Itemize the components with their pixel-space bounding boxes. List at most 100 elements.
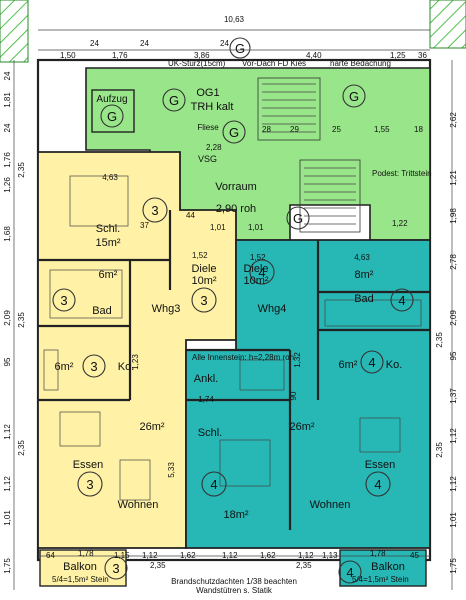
footer-note-2: Wandstütren s. Statik — [196, 586, 273, 595]
bottom-dim: 1,12 — [142, 551, 158, 560]
apt4-number-circle: 4 — [360, 350, 384, 374]
g-circle-marker: G — [286, 206, 310, 230]
apt3-bad-area: 6m² — [99, 269, 118, 281]
apt4-ankl-dim: 1,74 — [198, 395, 214, 404]
right-dim: 1,21 — [449, 170, 458, 186]
bottom-dim: 1,13 — [322, 551, 338, 560]
apt3-number-circle: 3 — [82, 354, 106, 378]
right-dim: 1,01 — [449, 512, 458, 528]
stair-upper — [257, 77, 321, 141]
dim-101-a: 1,01 — [210, 223, 226, 232]
bottom-dim: 2,35 — [150, 561, 166, 570]
g-circle-marker: G — [229, 37, 251, 59]
apt3-diele-name: Diele — [191, 263, 216, 275]
fliese-label: Fliese — [197, 123, 219, 132]
bottom-dim: 1,78 — [78, 549, 94, 558]
left-dim: 24 — [3, 71, 12, 80]
dim-122: 1,22 — [392, 219, 408, 228]
g-circle-marker: G — [222, 120, 246, 144]
apt3-essen-label: Essen — [73, 459, 104, 471]
apt4-balkon-note: 5/4=1,5m² Stein — [352, 575, 409, 584]
right-dim: 2,78 — [449, 254, 458, 270]
g-circle-marker: G — [342, 84, 366, 108]
svg-text:3: 3 — [90, 359, 97, 374]
harte-bedachung-note: harte Bedachung — [330, 59, 391, 68]
svg-text:G: G — [107, 109, 117, 124]
apt4-dim-top: 4,63 — [354, 253, 370, 262]
g-circle-marker: G — [162, 88, 186, 112]
left-dim: 1,26 — [3, 177, 12, 193]
svg-text:3: 3 — [200, 293, 207, 308]
apt3-wohnen-label: Wohnen — [118, 499, 159, 511]
apt4-ko-name: Ko. — [386, 359, 403, 371]
dim-9: 24 — [220, 39, 229, 48]
apt3-schl-dim: 4,63 — [102, 173, 118, 182]
right-dim: 2,09 — [449, 310, 458, 326]
trh-label: TRH kalt — [191, 101, 234, 113]
dim-123: 1,23 — [131, 354, 140, 370]
dim-44: 44 — [186, 211, 195, 220]
core-dim: 1,55 — [374, 125, 390, 134]
vorraum-area: 2,90 roh — [216, 203, 256, 215]
apt3-balkon-note: 5/4=1,5m² Stein — [52, 575, 109, 584]
apt4-furniture — [219, 299, 422, 487]
apt3-wohnen-area: 26m² — [139, 421, 164, 433]
bottom-dim: 1,12 — [298, 551, 314, 560]
left-dim: 2,09 — [3, 310, 12, 326]
apt4-ankl-label: Ankl. — [194, 373, 218, 385]
dim-6: 36 — [418, 51, 427, 60]
apt4-ko-area: 6m² — [339, 359, 358, 371]
dim-5: 1,25 — [390, 51, 406, 60]
apt4-schl-area: 18m² — [223, 509, 248, 521]
left-dim: 1,68 — [3, 226, 12, 242]
core-dim: 25 — [332, 125, 341, 134]
apt3-bad-name: Bad — [92, 305, 112, 317]
apt3-furniture — [43, 175, 151, 501]
svg-text:G: G — [349, 89, 359, 104]
apt3-schl-area: 15m² — [95, 237, 120, 249]
apt3-whg-label: Whg3 — [152, 303, 181, 315]
svg-text:4: 4 — [346, 565, 353, 580]
svg-text:G: G — [293, 211, 303, 226]
apt4-wohnen-label: Wohnen — [310, 499, 351, 511]
right-dim: 1,75 — [449, 558, 458, 574]
dim-132: 1,32 — [293, 352, 302, 368]
bottom-dim: 1,78 — [370, 549, 386, 558]
vorraum-label: Vorraum — [215, 181, 257, 193]
podest-note: Podest: Trittstein — [372, 169, 432, 178]
svg-text:4: 4 — [210, 477, 217, 492]
left-dim: 1,12 — [3, 476, 12, 492]
left-dim: 2,35 — [17, 312, 26, 328]
apt4-essen-label: Essen — [365, 459, 396, 471]
left-dim: 95 — [3, 357, 12, 366]
apt3-number-circle: 3 — [142, 197, 168, 223]
g-circle-marker: G — [100, 104, 124, 128]
core-dim: 18 — [414, 125, 423, 134]
apt4-dim-top2: 1,52 — [250, 253, 266, 262]
svg-text:G: G — [229, 125, 239, 140]
svg-text:4: 4 — [374, 477, 381, 492]
stair-lower — [299, 159, 361, 233]
svg-text:3: 3 — [86, 477, 93, 492]
apt4-whg-label: Whg4 — [258, 303, 287, 315]
apt3-side-dim: 5,33 — [167, 462, 176, 478]
bottom-dim: 64 — [46, 551, 55, 560]
bottom-dim: 45 — [410, 551, 419, 560]
apt3-number-circle: 3 — [191, 287, 217, 313]
apt4-number-circle: 4 — [390, 288, 414, 312]
left-dim: 1,01 — [3, 510, 12, 526]
left-dim: 1,12 — [3, 424, 12, 440]
vsg-label: VSG — [198, 154, 217, 164]
apt4-note: Alle Innenstein: h=2,28m roh — [192, 353, 294, 362]
vordach-note: Vor-Dach FD Kies — [242, 59, 306, 68]
bottom-dim: 1,15 — [114, 551, 130, 560]
svg-text:4: 4 — [398, 293, 405, 308]
right-dim: 1,12 — [449, 428, 458, 444]
right-dim: 2,62 — [449, 112, 458, 128]
core-dim: 28 — [262, 125, 271, 134]
apt3-diele-area: 10m² — [191, 275, 216, 287]
dim-7: 24 — [90, 39, 99, 48]
right-dim: 2,35 — [435, 442, 444, 458]
dim-2: 1,76 — [112, 51, 128, 60]
